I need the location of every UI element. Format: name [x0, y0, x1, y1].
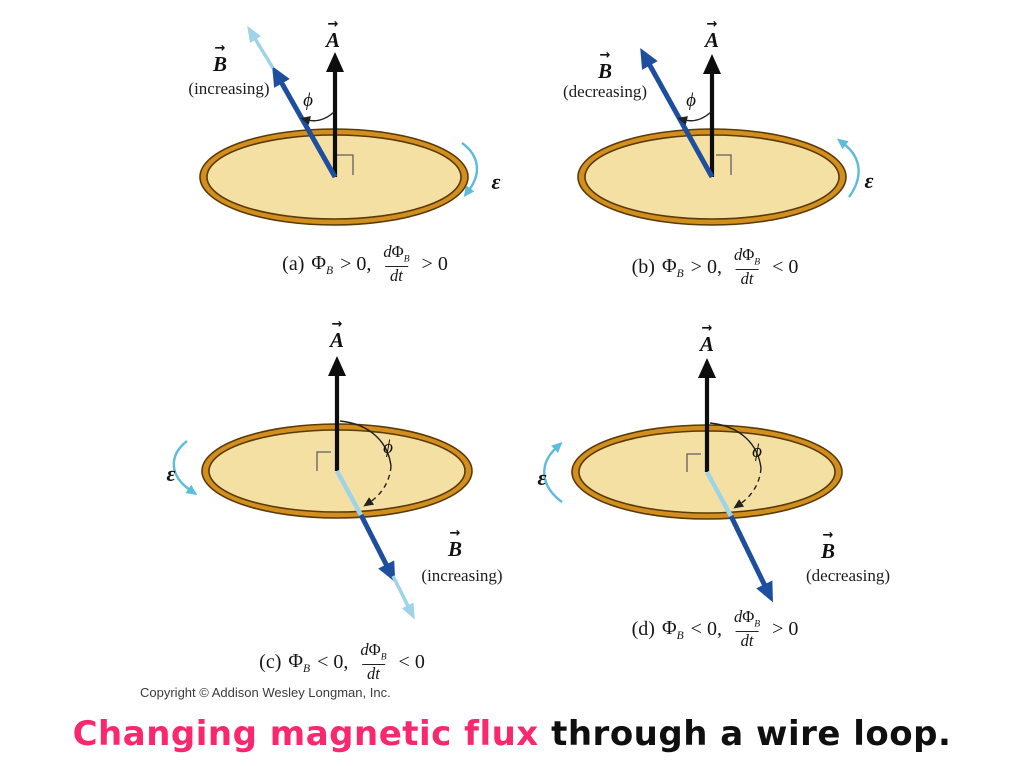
slide-title: Changing magnetic flux through a wire lo… [0, 714, 1024, 754]
b-trend-label: (increasing) [421, 566, 503, 585]
emf-label: ε [166, 461, 176, 486]
flux-relation: > 0, [690, 255, 722, 278]
vector-arrow-icon: → [706, 17, 718, 32]
emf-label: ε [537, 465, 547, 490]
emf-label: ε [864, 168, 874, 193]
phi-angle-arc [709, 422, 762, 469]
phi-angle-arc-dashed [363, 465, 392, 507]
copyright-notice: Copyright © Addison Wesley Longman, Inc. [140, 685, 391, 700]
b-vector-label: → B [212, 41, 228, 76]
slide-title-highlight: Changing magnetic flux [72, 714, 539, 754]
emf-arrow [172, 440, 198, 496]
vector-arrow-icon: → [449, 526, 461, 541]
area-vector-letter: A [704, 28, 720, 52]
b-trend-label: (increasing) [188, 79, 270, 98]
panel-c: → A → B (increasing) ϕ ε (c) ΦB < 0, dΦB… [130, 317, 530, 705]
area-vector-letter: A [329, 328, 345, 352]
area-vector-label: → A [704, 17, 720, 52]
b-vector-growth-arrow [247, 25, 275, 69]
vector-arrow-icon: → [701, 321, 713, 336]
b-vector-arrow [728, 514, 773, 603]
derivative-relation: < 0 [398, 650, 425, 673]
area-vector-label: → A [329, 317, 345, 352]
emf-arrow [836, 138, 860, 198]
flux-derivative: dΦB dt [360, 640, 387, 683]
area-vector-letter: A [325, 28, 341, 52]
b-vector-arrow [358, 513, 396, 583]
b-trend-label: (decreasing) [805, 566, 891, 585]
panel-c-figure [172, 356, 473, 620]
panel-b: → A → B (decreasing) ϕ ε (b) ΦB > 0, dΦB… [530, 10, 900, 305]
area-vector-label: → A [325, 17, 341, 52]
flux-derivative: dΦB dt [733, 245, 761, 288]
panel-a: → A → B (increasing) ϕ ε (a) ΦB > 0, dΦB… [150, 10, 520, 305]
b-vector-letter: B [447, 537, 463, 561]
emf-label: ε [491, 169, 501, 194]
panel-a-figure [199, 25, 479, 226]
b-vector-label: → B [447, 526, 463, 561]
slide-title-rest: through a wire loop. [538, 714, 952, 754]
caption-tag: (c) [259, 650, 282, 673]
flux-relation: < 0, [317, 650, 349, 673]
caption-tag: (d) [631, 617, 655, 640]
flux-term: ΦB [661, 254, 684, 280]
flux-derivative: dΦB dt [733, 607, 761, 650]
panel-d-figure [543, 358, 843, 603]
area-vector-letter: A [699, 332, 715, 356]
vector-arrow-icon: → [214, 41, 226, 56]
right-angle-marker [337, 154, 354, 175]
area-vector-label: → A [699, 321, 715, 356]
derivative-relation: > 0 [421, 252, 448, 275]
b-vector-growth-arrow [391, 575, 415, 620]
vector-arrow-icon: → [327, 17, 339, 32]
panel-d: → A → B (decreasing) ϕ ε (d) ΦB < 0, dΦB… [500, 320, 920, 665]
b-trend-label: (decreasing) [562, 82, 648, 101]
flux-relation: < 0, [690, 617, 722, 640]
flux-term: ΦB [288, 649, 311, 675]
panel-b-figure [577, 48, 860, 226]
caption-tag: (a) [282, 252, 305, 275]
phi-label: ϕ [303, 90, 313, 111]
b-vector-letter: B [820, 539, 836, 563]
phi-angle-arc [339, 420, 392, 467]
b-vector-label: → B [820, 528, 836, 563]
b-vector-behind-loop [335, 469, 364, 519]
derivative-relation: < 0 [772, 255, 799, 278]
phi-angle-arrow [677, 111, 712, 125]
b-vector-label: → B [597, 48, 613, 83]
vector-arrow-icon: → [822, 528, 834, 543]
phi-angle-arc-dashed [733, 467, 762, 509]
b-vector-letter: B [597, 59, 613, 83]
panel-caption: (c) ΦB < 0, dΦB dt < 0 [259, 640, 425, 683]
emf-arrow [543, 441, 563, 503]
vector-arrow-icon: → [599, 48, 611, 63]
phi-label: ϕ [383, 437, 393, 458]
right-angle-marker [716, 154, 732, 175]
panel-caption: (a) ΦB > 0, dΦB dt > 0 [282, 242, 448, 285]
panel-caption: (b) ΦB > 0, dΦB dt < 0 [631, 245, 799, 288]
b-vector-arrow [272, 66, 338, 179]
b-vector-behind-loop [705, 470, 734, 520]
derivative-relation: > 0 [772, 617, 799, 640]
right-angle-marker [316, 451, 331, 471]
panel-caption: (d) ΦB < 0, dΦB dt > 0 [631, 607, 799, 650]
flux-relation: > 0, [340, 252, 372, 275]
flux-term: ΦB [661, 616, 684, 642]
vector-arrow-icon: → [331, 317, 343, 332]
flux-derivative: dΦB dt [383, 242, 410, 285]
phi-angle-arrow [300, 111, 335, 125]
b-vector-letter: B [212, 52, 228, 76]
emf-arrow [461, 142, 479, 198]
flux-term: ΦB [311, 251, 334, 277]
phi-label: ϕ [752, 441, 762, 462]
phi-label: ϕ [686, 90, 696, 111]
right-angle-marker [686, 453, 701, 472]
caption-tag: (b) [631, 255, 655, 278]
